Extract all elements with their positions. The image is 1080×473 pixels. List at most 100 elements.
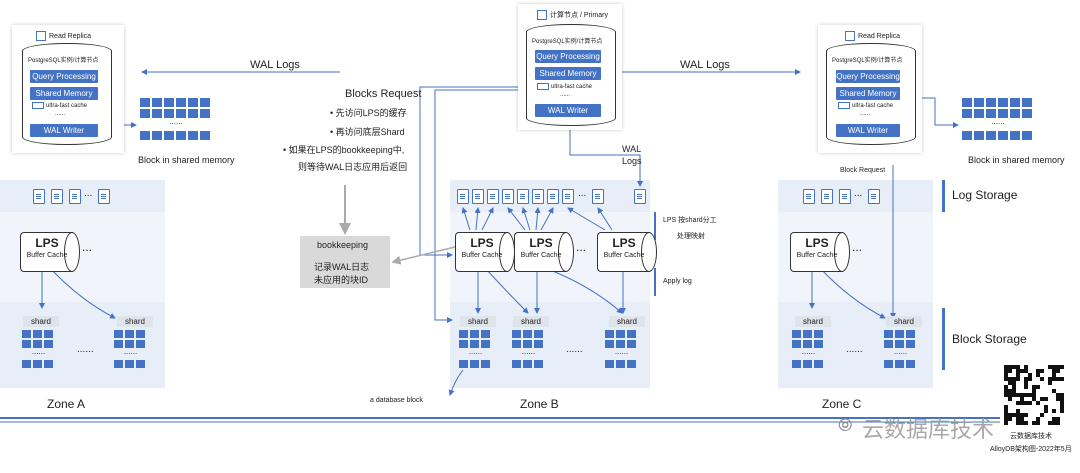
bookkeeping-title: bookkeeping [317,240,369,250]
qr-module [1024,369,1028,373]
primary-cache: ultra-fast cache [537,83,592,90]
block-dots: ...... [31,347,46,356]
qr-module [1036,421,1040,425]
shard-label: shard [117,316,153,327]
block-cell [22,330,31,338]
block-cell [884,340,893,348]
qr-module [1060,405,1064,409]
qr-module [1020,417,1024,421]
bookkeeping-box [300,236,390,288]
shard-label: shard [886,316,922,327]
qr-module [1056,377,1060,381]
qr-caption-1: 云数据库技术 [1010,433,1052,440]
log-file-icon [69,189,81,204]
shard-label: shard [23,316,59,327]
qr-module [1012,385,1016,389]
qr-module [1020,421,1024,425]
qr-module [1008,365,1012,369]
memory-icon [838,102,850,109]
qr-module [1060,401,1064,405]
block-cell [188,109,198,118]
block-cell [974,109,984,118]
shard-label: shard [513,316,549,327]
qr-module [1016,377,1020,381]
read-replica-left-cache: ultra-fast cache [32,102,87,109]
block-cell [962,98,972,107]
qr-module [1012,413,1016,417]
block-cell [962,109,972,118]
read-replica-left-dots: ...... [55,111,66,117]
qr-module [1024,365,1028,369]
read-replica-right-header: Read Replica [845,31,900,41]
qr-module [1012,381,1016,385]
block-cell [44,360,53,368]
block-cell [1022,98,1032,107]
log-file-icon [634,189,646,204]
qr-module [1016,417,1020,421]
qr-code [1004,365,1064,425]
qr-module [1060,393,1064,397]
qr-module [1008,397,1012,401]
block-cell [906,330,915,338]
qr-module [1008,369,1012,373]
qr-module [1020,413,1024,417]
qr-module [1052,377,1056,381]
qr-module [1048,365,1052,369]
qr-module [1032,389,1036,393]
qr-module [1004,405,1008,409]
block-cell [152,109,162,118]
block-cell [803,340,812,348]
block-cell [136,360,145,368]
block-cell [136,340,145,348]
block-cell [534,330,543,338]
block-cell [176,131,186,140]
log-files-ellipsis: ... [84,188,93,199]
qr-module [1032,421,1036,425]
read-replica-right-cache: ultra-fast cache [838,102,893,109]
qr-module [1052,365,1056,369]
block-cell [114,340,123,348]
qr-module [1060,397,1064,401]
qr-module [1016,369,1020,373]
block-cell [188,131,198,140]
qr-module [1004,385,1008,389]
chip-icon [537,10,547,21]
shards-ellipsis: ...... [846,344,863,355]
wal-logs-right-label: WAL Logs [680,59,730,71]
log-file-icon [562,189,574,204]
block-cell [481,360,490,368]
qr-module [1008,389,1012,393]
block-dots: ...... [123,347,138,356]
block-cell [140,131,150,140]
lps-zone-b-ellipsis: ... [576,240,587,254]
qr-module [1036,417,1040,421]
qr-module [1056,369,1060,373]
lps-shard-note-2: 处理映射 [677,233,705,240]
block-cell [895,360,904,368]
block-cell [792,340,801,348]
qr-module [1016,365,1020,369]
qr-module [1012,393,1016,397]
block-cell [998,98,1008,107]
log-storage-label: Log Storage [952,188,1018,202]
qr-module [1016,373,1020,377]
qr-module [1020,393,1024,397]
block-dots: ...... [801,347,816,356]
block-cell [470,340,479,348]
qr-module [1016,421,1020,425]
shard-label: shard [795,316,831,327]
block-cell [998,109,1008,118]
qr-module [1032,393,1036,397]
qr-module [1028,373,1032,377]
block-cell [534,340,543,348]
zone-a-label: Zone A [47,397,86,411]
block-dots: ...... [468,347,483,356]
qr-module [1004,373,1008,377]
qr-module [1024,377,1028,381]
qr-module [1020,401,1024,405]
block-cell [895,340,904,348]
qr-module [1004,393,1008,397]
block-cell [523,340,532,348]
wal-logs-mid-label-1: WAL [622,144,642,154]
